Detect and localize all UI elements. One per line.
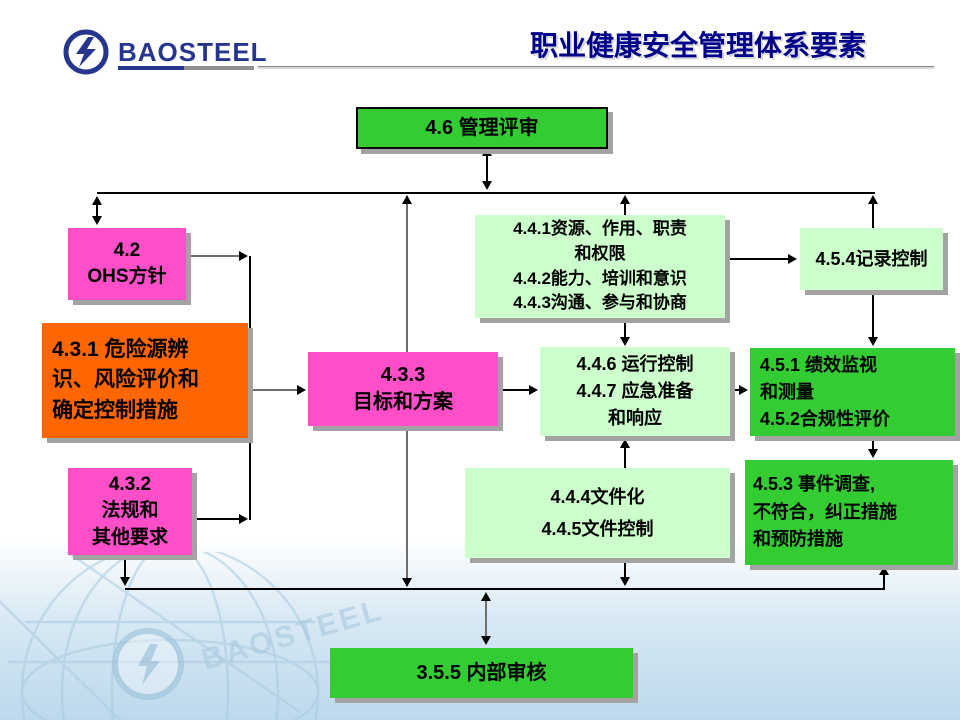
node-4-3-1-hazard-identification: 4.3.1 危险源辨 识、风险评价和 确定控制措施 [42,323,248,438]
connector-left-merge-vertical [249,256,251,520]
arrowhead-up-into-453 [879,566,889,575]
page-title: 职业健康安全管理体系要素 [529,30,866,61]
arrowhead-up-355 [481,592,491,601]
arrowhead-down-into-446 [620,337,630,346]
connector-454-bus [872,198,874,228]
arrowhead-down-into-451 [868,337,878,346]
header-divider-line [258,66,934,69]
arrowhead-up-42 [92,196,102,205]
baosteel-logo: BAOSTEEL [62,28,268,76]
arrowhead-down-center-bottom [402,578,412,587]
connector-46-bus [486,152,488,186]
arrowhead-up-center-top [402,195,412,204]
globe-watermark: BAOSTEEL [0,542,420,725]
connector-bottombus-453 [883,570,885,590]
connector-454-451 [872,290,874,340]
connector-433-446 [498,389,530,391]
connector-431-433 [238,389,298,391]
arrowhead-up-46 [482,147,492,156]
connector-bottom-bus [125,588,885,590]
arrowhead-right-42 [239,251,248,261]
connector-432-bottombus [124,555,126,581]
node-4-3-2-legal-requirements: 4.3.2 法规和 其他要求 [68,468,192,555]
connector-441-454 [727,258,789,260]
connector-42-merge [186,255,240,257]
node-3-5-5-internal-audit: 3.5.5 内部审核 [330,648,633,698]
node-4-4-4-documentation: 4.4.4文件化 4.4.5文件控制 [465,468,730,558]
logo-underline-gray [184,66,254,70]
connector-446-451 [730,389,740,391]
arrowhead-down-42 [92,216,102,225]
arrowhead-right-into-454 [788,254,797,264]
baosteel-logo-text: BAOSTEEL [118,36,268,67]
logo-underline-blue [118,66,184,70]
arrowhead-up-into-446 [620,439,630,448]
connector-444-bottombus [624,558,626,582]
node-4-4-6-operational-control: 4.4.6 运行控制 4.4.7 应急准备 和响应 [540,347,730,436]
arrowhead-up-441 [620,195,630,204]
arrowhead-down-432 [120,577,130,586]
connector-bus-355 [485,598,487,640]
arrowhead-right-into-433 [297,385,306,395]
connector-top-bus [97,192,875,194]
node-4-5-4-records-control: 4.5.4记录控制 [800,228,943,290]
arrowhead-right-432 [239,514,248,524]
connector-451-453 [872,436,874,452]
arrowhead-right-into-446 [529,385,538,395]
arrowhead-down-444 [620,577,630,586]
node-4-2-ohs-policy: 4.2 OHS方针 [68,228,186,300]
node-4-5-3-incident-investigation: 4.5.3 事件调查, 不符合，纠正措施 和预防措施 [745,460,953,565]
arrowhead-down-46 [482,181,492,190]
node-4-3-3-objectives-programs: 4.3.3 目标和方案 [308,352,498,426]
node-4-4-1-resources-roles: 4.4.1资源、作用、职责 和权限 4.4.2能力、培训和意识 4.4.3沟通、… [475,215,725,318]
arrowhead-down-into-453 [868,449,878,458]
node-4-5-1-performance-monitoring: 4.5.1 绩效监视 和测量 4.5.2合规性评价 [750,348,955,436]
arrowhead-up-454 [868,195,878,204]
node-4-6-management-review: 4.6 管理评审 [356,107,608,149]
arrowhead-right-into-451 [739,385,748,395]
arrowhead-down-355 [481,636,491,645]
connector-432-merge [192,518,240,520]
connector-444-446 [624,444,626,468]
connector-42-bus [96,200,98,222]
baosteel-logo-icon [63,29,109,75]
